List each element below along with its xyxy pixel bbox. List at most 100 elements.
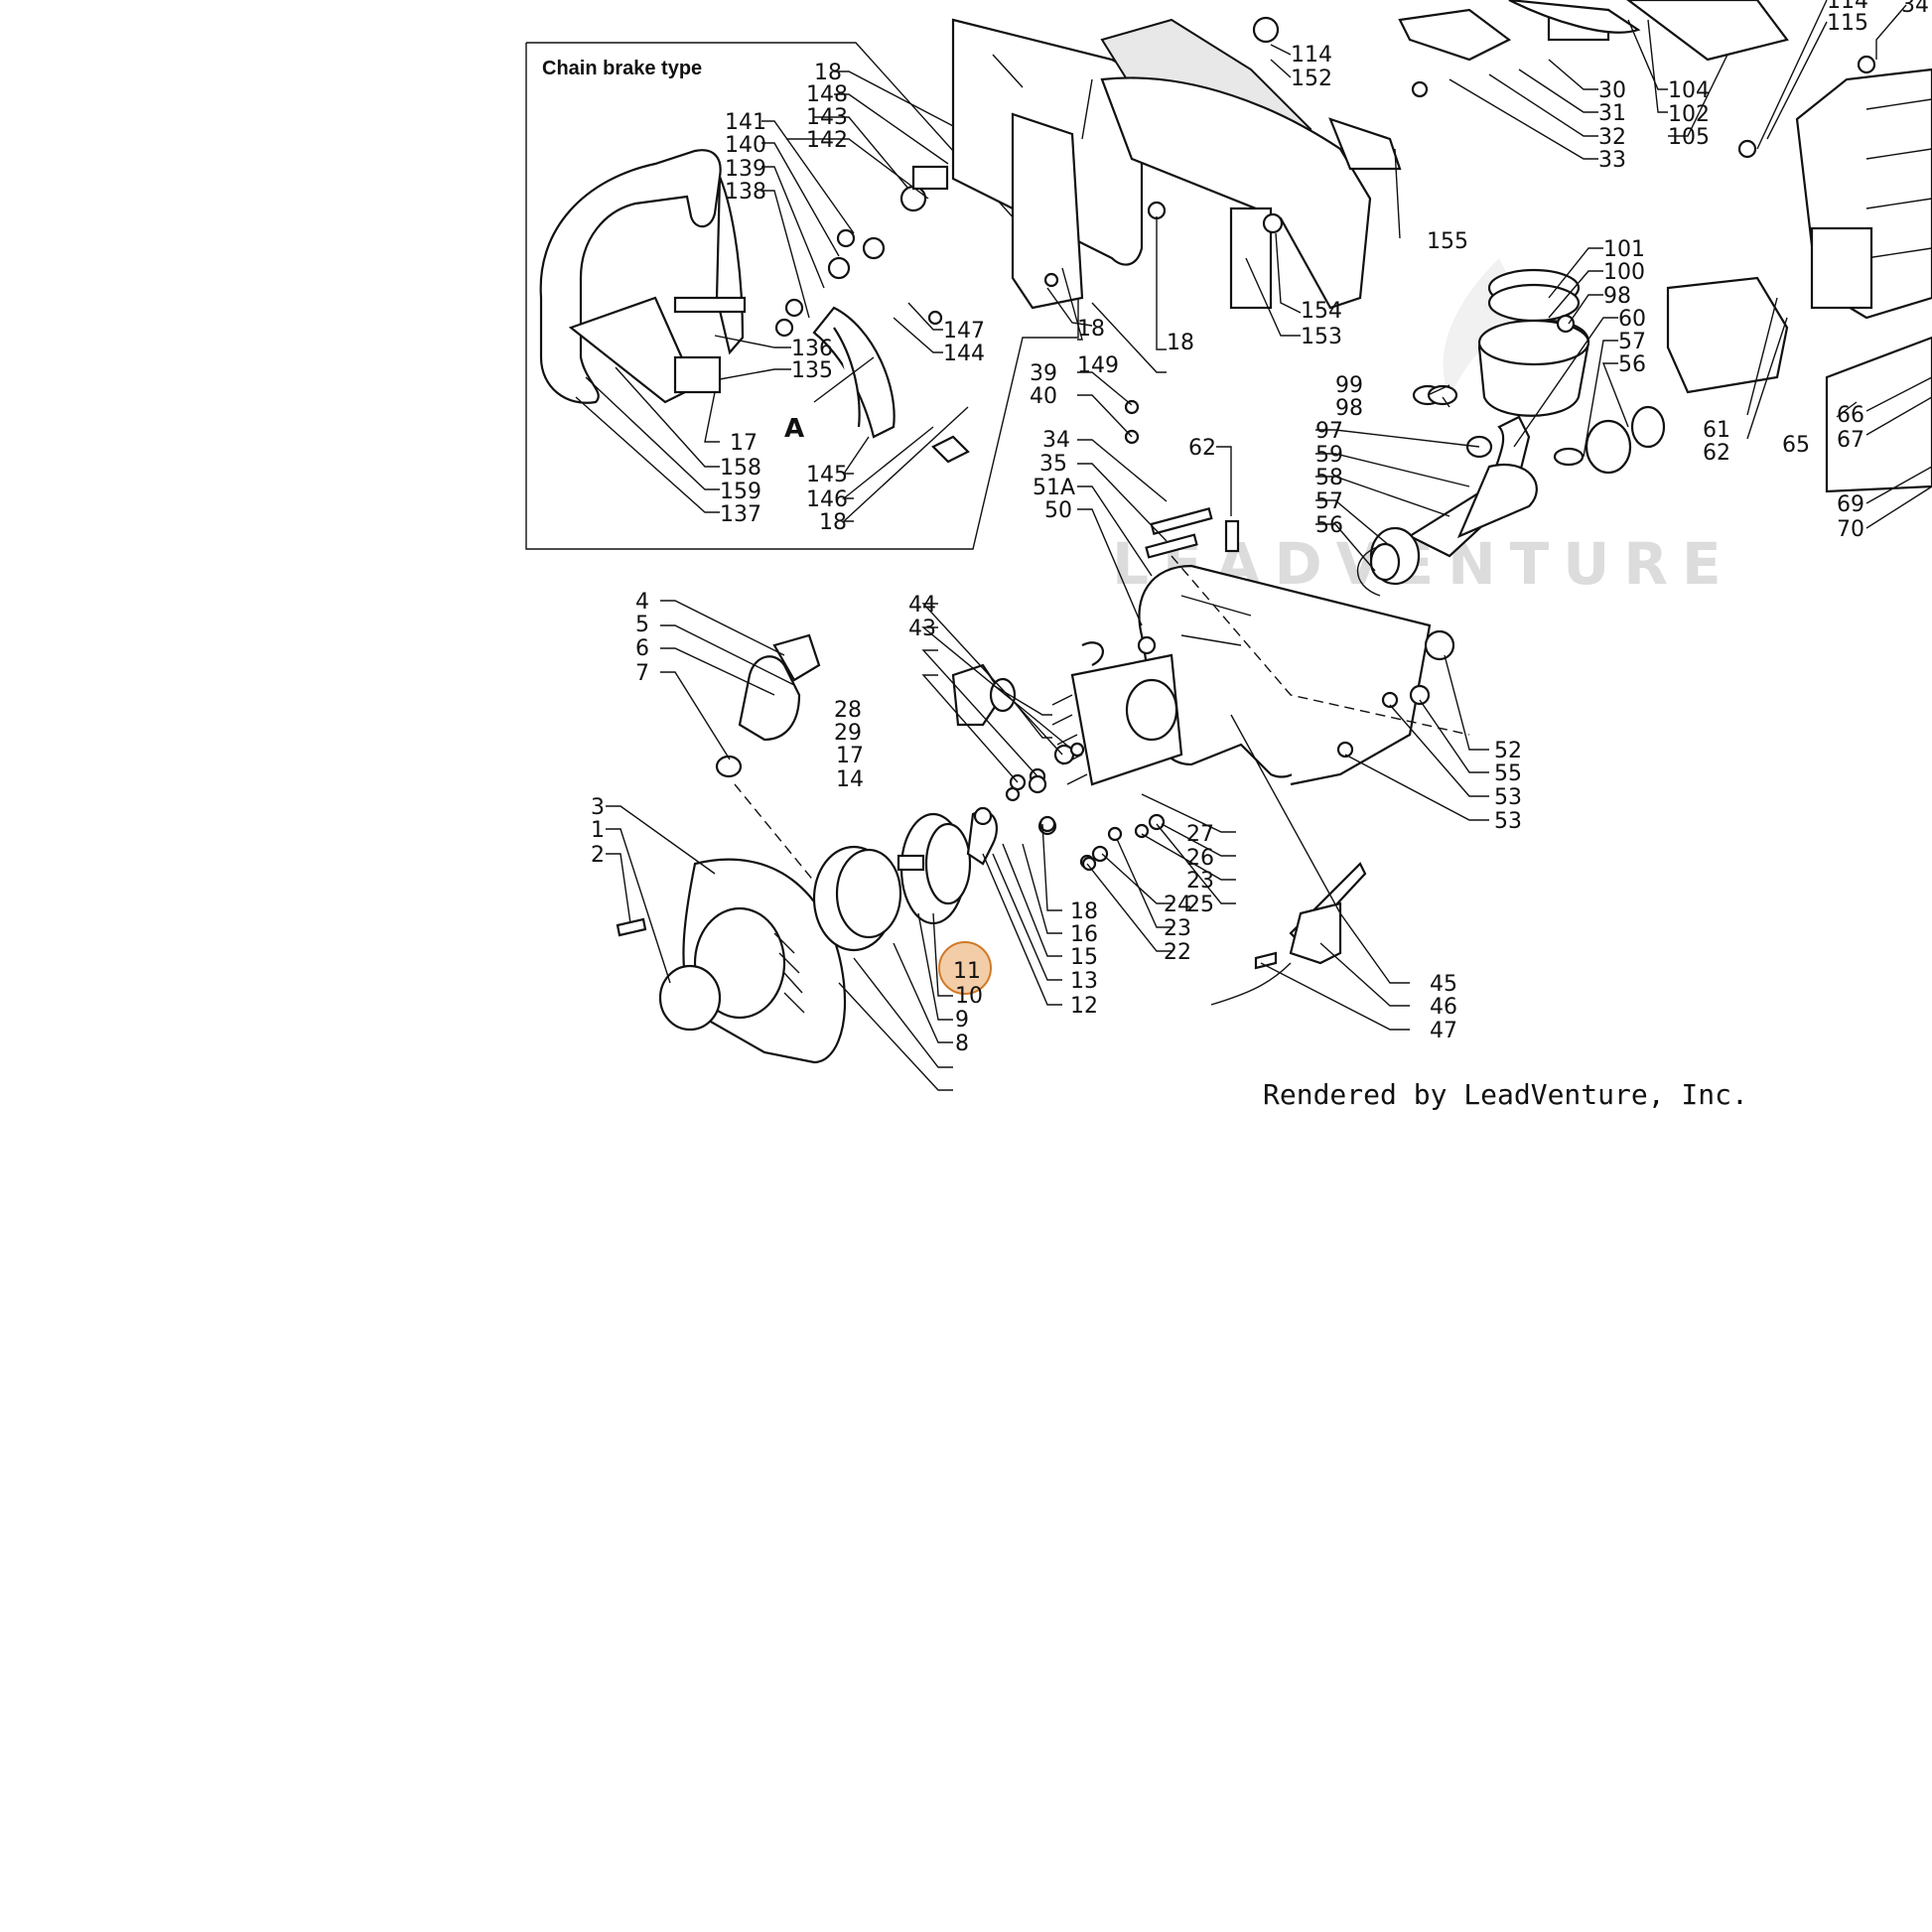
part-number-label: 136 bbox=[791, 337, 833, 361]
part-number-label: 22 bbox=[1164, 940, 1191, 965]
part-number-label: 159 bbox=[720, 480, 761, 504]
credit-text: Rendered by LeadVenture, Inc. bbox=[1263, 1078, 1748, 1111]
part-number-label: 15 bbox=[1070, 945, 1098, 970]
part-number-label: 97 bbox=[1315, 419, 1343, 444]
part-number-label: 69 bbox=[1837, 492, 1864, 517]
part-number-label: 52 bbox=[1494, 739, 1522, 763]
engine-upper-right bbox=[1398, 0, 1932, 529]
part-number-label: 10 bbox=[955, 984, 983, 1009]
part-number-label: 61 bbox=[1703, 418, 1730, 443]
part-number-label: 35 bbox=[1039, 452, 1067, 477]
part-number-label: 138 bbox=[725, 180, 766, 205]
part-number-label-highlighted[interactable]: 11 bbox=[953, 959, 981, 984]
part-number-label: 8 bbox=[955, 1032, 969, 1056]
part-number-label: 23 bbox=[1186, 869, 1214, 894]
part-number-label: 57 bbox=[1618, 330, 1646, 354]
part-number-label: 46 bbox=[1430, 995, 1457, 1020]
part-number-label: 62 bbox=[1188, 436, 1216, 461]
part-number-label: 56 bbox=[1618, 352, 1646, 377]
part-number-label: 146 bbox=[806, 487, 848, 512]
part-number-label: 14 bbox=[836, 767, 864, 792]
part-number-label: 58 bbox=[1315, 466, 1343, 490]
part-number-label: 24 bbox=[1164, 893, 1191, 917]
part-number-label: 29 bbox=[834, 721, 862, 746]
part-number-label: 155 bbox=[1427, 229, 1468, 254]
part-labels: 1814814314214114013913813613517158159137… bbox=[591, 0, 1929, 1056]
part-number-label: 18 bbox=[1167, 331, 1194, 355]
part-number-label: 17 bbox=[836, 744, 864, 768]
part-number-label: 147 bbox=[943, 319, 985, 344]
part-number-label: 25 bbox=[1186, 893, 1214, 917]
part-number-label: 23 bbox=[1164, 916, 1191, 941]
part-number-label: 57 bbox=[1315, 489, 1343, 514]
highlight-marker[interactable] bbox=[938, 941, 992, 995]
part-number-label: 70 bbox=[1837, 517, 1864, 542]
part-number-label: 18 bbox=[1077, 317, 1105, 342]
part-number-label: 135 bbox=[791, 358, 833, 383]
part-number-label: 44 bbox=[908, 593, 936, 618]
part-number-label: 39 bbox=[1030, 361, 1057, 386]
part-number-label: 28 bbox=[834, 698, 862, 723]
part-number-label: 100 bbox=[1603, 260, 1645, 285]
part-number-label: 154 bbox=[1301, 299, 1342, 324]
part-number-label: 140 bbox=[725, 133, 766, 158]
part-number-label: 4 bbox=[635, 590, 649, 615]
part-number-label: 18 bbox=[819, 510, 847, 535]
part-number-label: 144 bbox=[943, 342, 985, 366]
part-number-label: 3 bbox=[591, 795, 605, 820]
part-number-label: 153 bbox=[1301, 325, 1342, 349]
part-number-label: 40 bbox=[1030, 384, 1057, 409]
part-number-label: 114 bbox=[1827, 0, 1868, 14]
part-number-label: 13 bbox=[1070, 969, 1098, 994]
part-number-label: 45 bbox=[1430, 972, 1457, 997]
part-number-label: 7 bbox=[635, 661, 649, 686]
part-number-label: 43 bbox=[908, 617, 936, 641]
part-number-label: 99 bbox=[1335, 373, 1363, 398]
part-number-label: 33 bbox=[1598, 148, 1626, 173]
part-number-label: 114 bbox=[1291, 43, 1332, 68]
part-number-label: 5 bbox=[635, 613, 649, 637]
part-number-label: 2 bbox=[591, 843, 605, 868]
part-number-label: 152 bbox=[1291, 67, 1332, 91]
crankcase bbox=[1077, 371, 1489, 821]
part-number-label: 30 bbox=[1598, 78, 1626, 103]
part-number-label: 53 bbox=[1494, 809, 1522, 834]
part-number-label: 148 bbox=[806, 82, 848, 107]
part-number-label: 56 bbox=[1315, 513, 1343, 538]
chain-brake-inset: Chain brake type A bbox=[525, 42, 1079, 550]
part-number-label: 158 bbox=[720, 456, 761, 481]
part-number-label: 27 bbox=[1186, 822, 1214, 847]
inset-title: Chain brake type bbox=[542, 58, 702, 79]
part-number-label: 51A bbox=[1033, 476, 1075, 500]
part-number-label: 67 bbox=[1837, 428, 1864, 453]
part-number-label: 18 bbox=[1070, 899, 1098, 924]
part-number-label: 145 bbox=[806, 463, 848, 487]
part-number-label: 34 bbox=[1042, 428, 1070, 453]
part-number-label: 32 bbox=[1598, 125, 1626, 150]
part-number-label: 101 bbox=[1603, 237, 1645, 262]
part-number-label: 59 bbox=[1315, 443, 1343, 468]
part-number-label: 62 bbox=[1703, 441, 1730, 466]
part-number-label: 53 bbox=[1494, 785, 1522, 810]
part-number-label: 12 bbox=[1070, 994, 1098, 1019]
part-number-label: 16 bbox=[1070, 922, 1098, 947]
part-number-label: 18 bbox=[814, 61, 842, 85]
part-number-label: 66 bbox=[1837, 403, 1864, 428]
part-number-label: 60 bbox=[1618, 307, 1646, 332]
part-number-label: 98 bbox=[1335, 396, 1363, 421]
part-number-label: 50 bbox=[1044, 498, 1072, 523]
part-number-label: 1 bbox=[591, 818, 605, 843]
part-number-label: 9 bbox=[955, 1008, 969, 1033]
hand-guard bbox=[539, 149, 722, 404]
starter-assembly bbox=[606, 600, 1062, 1091]
part-number-label: 55 bbox=[1494, 761, 1522, 786]
part-number-label: 142 bbox=[806, 128, 848, 153]
part-number-label: 105 bbox=[1668, 125, 1710, 150]
part-number-label: 47 bbox=[1430, 1019, 1457, 1043]
part-number-label: 98 bbox=[1603, 284, 1631, 309]
part-number-label: 26 bbox=[1186, 846, 1214, 871]
part-number-label: 143 bbox=[806, 105, 848, 130]
part-number-label: 34 bbox=[1901, 0, 1929, 18]
bar-cover-assembly bbox=[951, 16, 1402, 373]
